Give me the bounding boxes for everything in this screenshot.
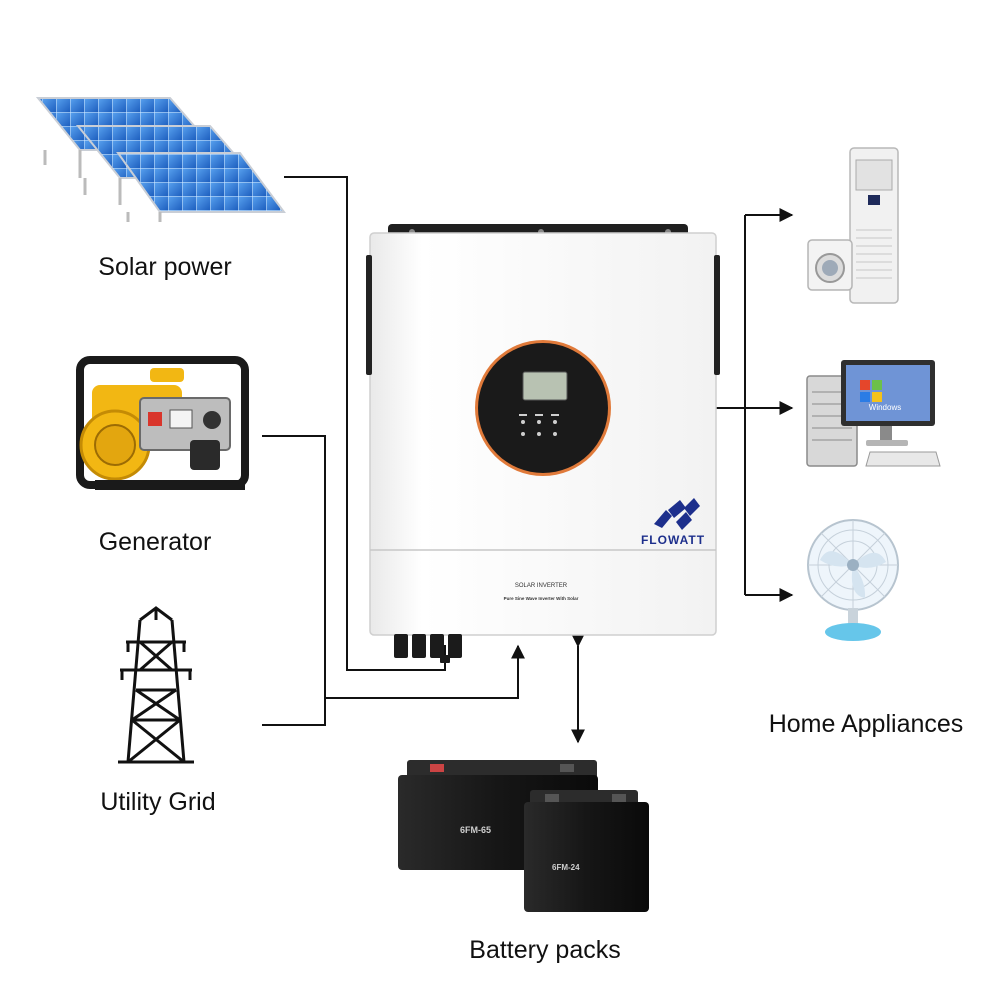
- inverter-panel-subtitle: Pure Sine Wave Inverter With Solar: [504, 596, 579, 601]
- solar-panel-icon: [35, 97, 286, 222]
- lcd-screen: [522, 371, 568, 401]
- battery-pack-small-icon: 6FM-24: [524, 790, 649, 912]
- inverter-panel-title: SOLAR INVERTER: [515, 583, 568, 589]
- fan-icon: [807, 519, 899, 641]
- utility-grid-label: Utility Grid: [100, 788, 215, 816]
- air-conditioner-icon: [849, 147, 899, 304]
- generator-label: Generator: [99, 528, 212, 556]
- flowatt-logo-icon: [654, 498, 700, 530]
- computer-icon: Windows: [806, 360, 941, 467]
- grid-connection-line: [262, 644, 525, 726]
- inverter-brand: FLOWATT: [641, 533, 705, 547]
- inverter-connectors: [394, 634, 462, 663]
- inverter-unit: FLOWATT SOLAR INVERTER Pure Sine Wave In…: [366, 224, 720, 663]
- battery-small-model: 6FM-24: [552, 863, 580, 872]
- solar-power-label: Solar power: [98, 253, 231, 281]
- home-appliances-label: Home Appliances: [769, 710, 964, 738]
- computer-screen-text: Windows: [869, 403, 901, 412]
- generator-connection-line: [262, 435, 326, 698]
- battery-packs-label: Battery packs: [469, 936, 620, 964]
- generator-icon: [76, 356, 249, 490]
- battery-large-model: 6FM-65: [460, 825, 491, 835]
- washing-machine-icon: [807, 239, 853, 291]
- connection-lines: [262, 176, 794, 744]
- utility-grid-tower-icon: [118, 606, 194, 764]
